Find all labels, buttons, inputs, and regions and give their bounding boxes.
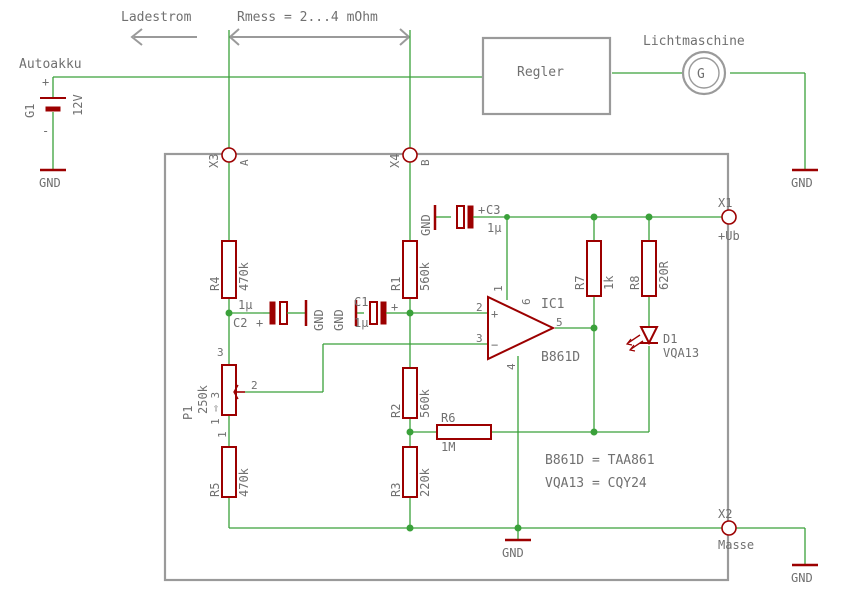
resistor-r5 (221, 446, 237, 498)
resistor-r6-value: 1M (441, 440, 455, 454)
resistor-r3-ref: R3 (389, 483, 403, 497)
led-d1 (625, 326, 659, 352)
resistor-r8-value: 620R (657, 260, 671, 290)
ground-label-alternator: GND (791, 176, 813, 190)
potentiometer-pin2: 2 (251, 379, 258, 392)
battery-minus-sign: - (42, 124, 49, 138)
opamp-pin-minus: 3 (476, 332, 483, 345)
led-type: VQA13 (663, 346, 699, 360)
resistor-r7-ref: R7 (573, 276, 587, 290)
potentiometer-ref: P1 (181, 406, 195, 420)
resistor-r1-value: 560k (418, 261, 432, 291)
capacitor-c1-ref: C1 (354, 295, 368, 309)
potentiometer-pin-arrow: 1 ⇨ 3 (209, 392, 222, 425)
resistor-r2-ref: R2 (389, 404, 403, 418)
regulator-label: Regler (517, 65, 564, 80)
resistor-r5-value: 470k (237, 467, 251, 497)
ground-label-c3: GND (419, 214, 433, 236)
rmess-label: Rmess = 2...4 mOhm (237, 10, 378, 25)
note-line-2: VQA13 = CQY24 (545, 476, 647, 491)
resistor-r2 (402, 367, 418, 419)
opamp-pin-1: 1 (492, 285, 505, 292)
resistor-r6 (436, 424, 492, 440)
resistor-r4-value: 470k (237, 261, 251, 291)
supply-wires (52, 30, 806, 170)
opamp-ic1 (487, 295, 556, 361)
alternator-symbol (681, 50, 727, 96)
capacitor-c3-value: 1µ (487, 221, 501, 235)
connector-x3-pin: A (238, 159, 251, 166)
resistor-r5-ref: R5 (208, 483, 222, 497)
opamp-pin-4: 4 (505, 363, 518, 370)
alternator-symbol-letter: G (697, 67, 705, 82)
opamp-pin-6: 6 (520, 298, 533, 305)
capacitor-c2-ref: C2 (233, 316, 247, 330)
resistor-r3-value: 220k (418, 467, 432, 497)
capacitor-c3-plus: + (478, 203, 485, 217)
capacitor-c1-plus: + (391, 300, 398, 314)
potentiometer-pin1: 1 (216, 431, 229, 438)
opamp-ref: IC1 (541, 297, 564, 312)
resistor-r7-value: 1k (602, 275, 616, 290)
battery-title: Autoakku (19, 57, 82, 72)
potentiometer-value: 250k (196, 384, 210, 414)
battery-value: 12V (71, 94, 85, 116)
opamp-minus-sign: − (491, 338, 498, 352)
potentiometer-pin3: 3 (217, 346, 224, 359)
capacitor-c1 (369, 301, 394, 325)
regulator-box (481, 36, 612, 116)
capacitor-c3 (456, 205, 480, 229)
capacitor-c1-value: 1µ (354, 316, 368, 330)
led-ref: D1 (663, 332, 677, 346)
opamp-plus-sign: + (491, 307, 498, 321)
resistor-r1-ref: R1 (389, 277, 403, 291)
capacitor-c2-plus: + (256, 316, 263, 330)
opamp-pin-plus: 2 (476, 301, 483, 314)
charging-current-arrow (130, 28, 197, 46)
resistor-r8-ref: R8 (628, 276, 642, 290)
battery-ref: G1 (23, 104, 37, 118)
ground-label-battery: GND (39, 176, 61, 190)
resistor-r1 (402, 240, 418, 299)
ground-label-opamp: GND (502, 546, 524, 560)
note-line-1: B861D = TAA861 (545, 453, 655, 468)
ground-label-c2: GND (312, 309, 326, 331)
connector-x4 (402, 147, 418, 163)
connector-x2-label: Masse (718, 538, 754, 552)
resistor-r2-value: 560k (418, 388, 432, 418)
capacitor-c2-value: 1µ (238, 298, 252, 312)
connector-x4-ref: X4 (388, 154, 402, 168)
rmess-dimension (228, 28, 411, 46)
alternator-title: Lichtmaschine (643, 34, 745, 49)
junction-dots (225, 213, 653, 532)
capacitor-c2 (263, 301, 293, 325)
resistor-r4 (221, 240, 237, 299)
connector-x1-ref: X1 (718, 196, 732, 210)
capacitor-c3-ref: C3 (486, 203, 500, 217)
connector-x4-pin: B (419, 159, 432, 166)
resistor-r3 (402, 446, 418, 498)
opamp-pin-out: 5 (556, 316, 563, 329)
ground-label-masse: GND (791, 571, 813, 585)
resistor-r8 (641, 240, 657, 297)
battery-plus-sign: + (42, 75, 49, 89)
resistor-r7 (586, 240, 602, 297)
board-wires (228, 162, 806, 565)
potentiometer-p1 (221, 364, 245, 416)
opamp-type: B861D (541, 350, 580, 365)
ground-label-c1: GND (332, 309, 346, 331)
connector-x1-label: +Ub (718, 229, 740, 243)
charging-current-label: Ladestrom (121, 10, 192, 25)
battery-symbol (40, 97, 66, 112)
board-frame (163, 152, 730, 582)
connector-x2-ref: X2 (718, 507, 732, 521)
resistor-r4-ref: R4 (208, 277, 222, 291)
resistor-r6-ref: R6 (441, 411, 455, 425)
connector-x3 (221, 147, 237, 163)
connector-x3-ref: X3 (207, 154, 221, 168)
connector-x1 (721, 209, 737, 225)
connector-x2 (721, 520, 737, 536)
